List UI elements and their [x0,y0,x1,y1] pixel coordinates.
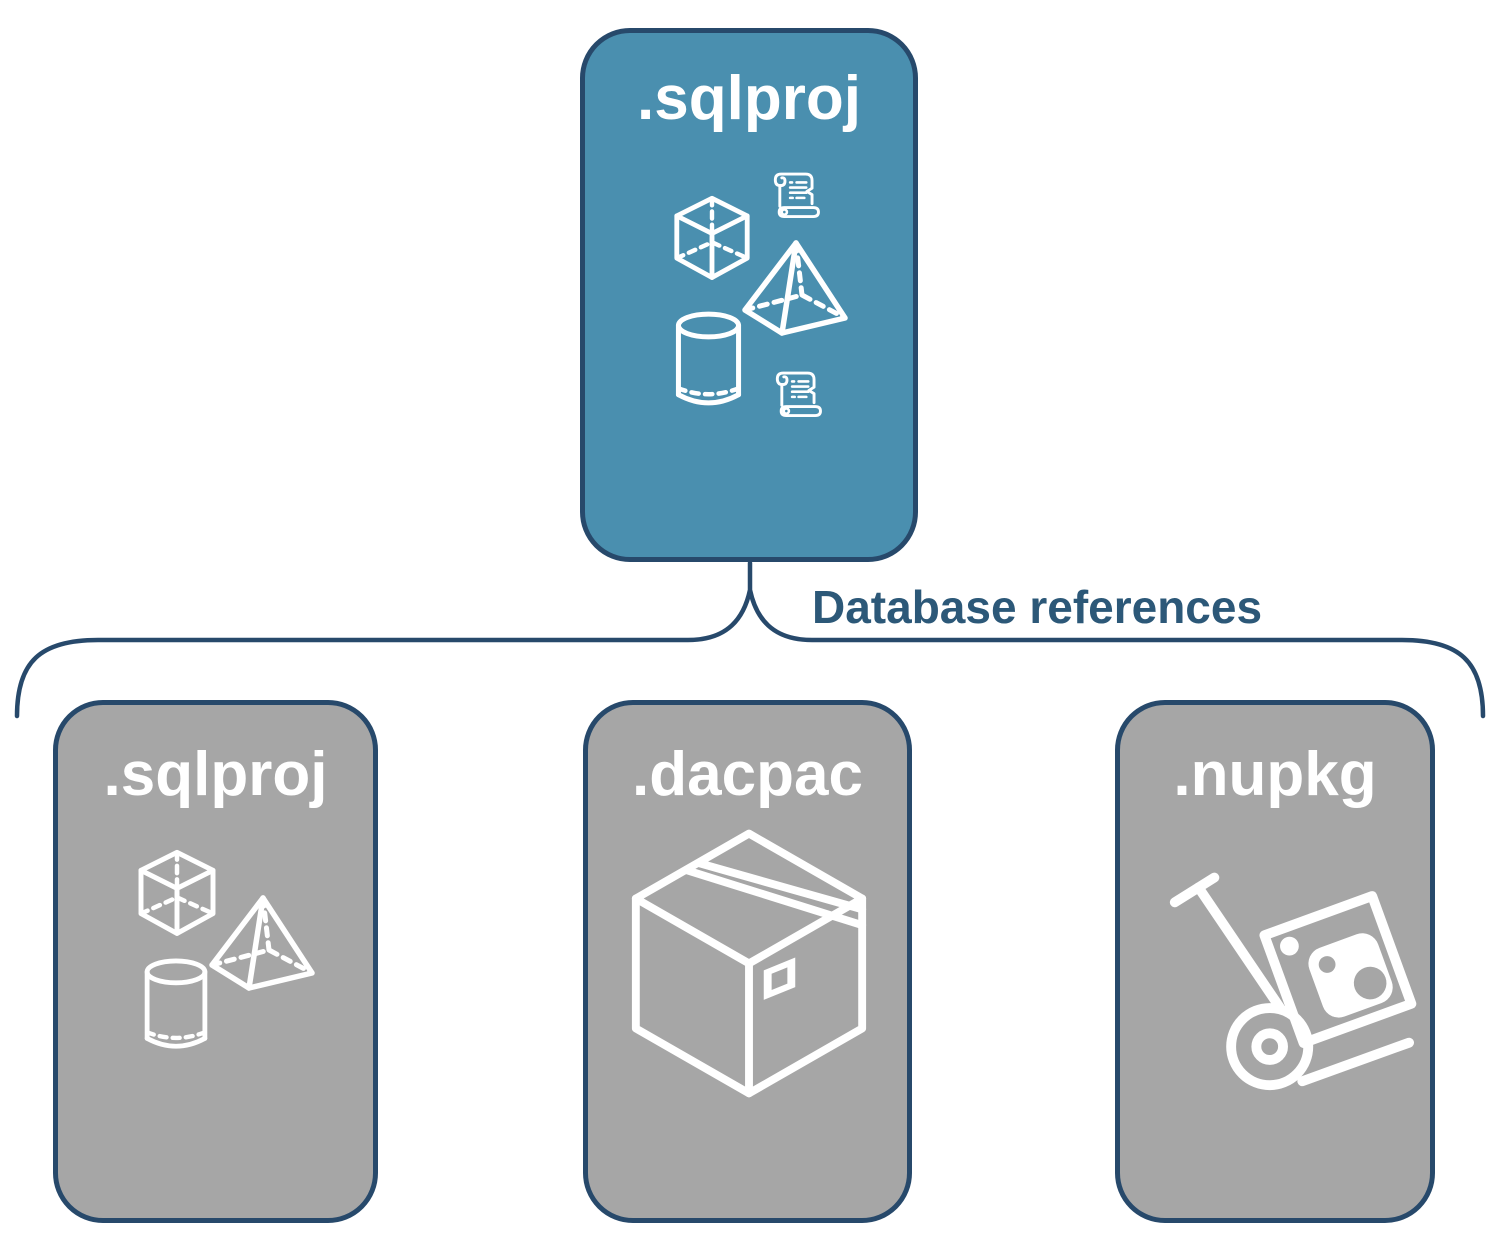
connector-label: Database references [812,581,1263,633]
nuget-handtruck-icon [1169,872,1417,1091]
database-cylinder-icon [675,311,742,406]
node-dacpac: .dacpac [583,700,912,1223]
cube-icon [138,849,216,936]
child-node-title: .nupkg [1173,740,1377,809]
database-cylinder-icon [144,958,208,1049]
scroll-icon [775,371,822,418]
pyramid-icon [209,895,315,991]
child-node-title: .sqlproj [103,740,328,809]
package-box-icon [631,829,867,1098]
node-sqlproj-root: .sqlproj [580,28,918,562]
node-nupkg: .nupkg [1115,700,1435,1223]
root-node-title: .sqlproj [637,64,861,133]
cube-icon [674,195,750,280]
scroll-icon [773,172,820,219]
child-node-title: .dacpac [632,740,863,809]
pyramid-icon [742,240,848,336]
node-sqlproj-child: .sqlproj [53,700,378,1223]
